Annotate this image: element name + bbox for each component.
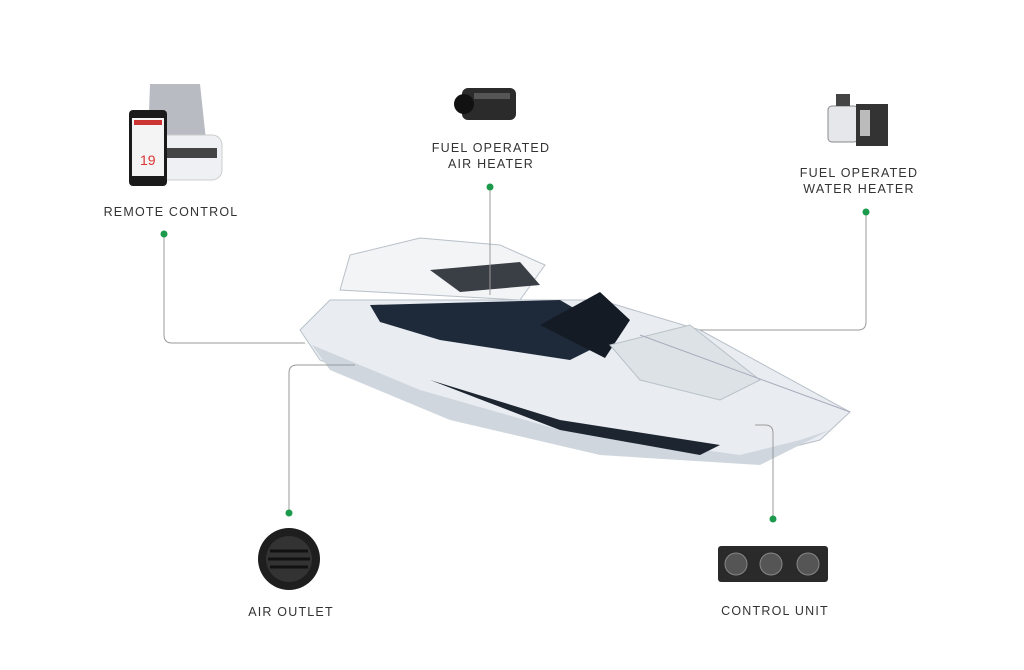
air-outlet-connector bbox=[288, 364, 355, 513]
control-unit-label: CONTROL UNIT bbox=[721, 604, 829, 618]
air-outlet-image bbox=[258, 528, 320, 590]
air-outlet-label: AIR OUTLET bbox=[248, 605, 334, 619]
remote-control-dot bbox=[160, 230, 168, 238]
air-heater-dot bbox=[486, 183, 494, 191]
water-heater-connector bbox=[700, 212, 867, 331]
water-heater-dot bbox=[862, 208, 870, 216]
yacht-image bbox=[299, 237, 851, 465]
water-heater-label: FUEL OPERATED WATER HEATER bbox=[799, 166, 919, 196]
remote-control-connector bbox=[163, 234, 305, 344]
water-heater-image bbox=[827, 94, 888, 146]
air-heater-image bbox=[454, 88, 516, 120]
remote-control-label: REMOTE CONTROL bbox=[103, 205, 239, 219]
air-heater-label: FUEL OPERATED AIR HEATER bbox=[431, 141, 551, 171]
svg-text:19: 19 bbox=[140, 152, 156, 168]
remote-control-image: 19 bbox=[129, 84, 223, 186]
air-outlet-dot bbox=[285, 509, 293, 517]
control-unit-image bbox=[718, 546, 828, 582]
control-unit-connector bbox=[755, 424, 774, 519]
control-unit-dot bbox=[769, 515, 777, 523]
